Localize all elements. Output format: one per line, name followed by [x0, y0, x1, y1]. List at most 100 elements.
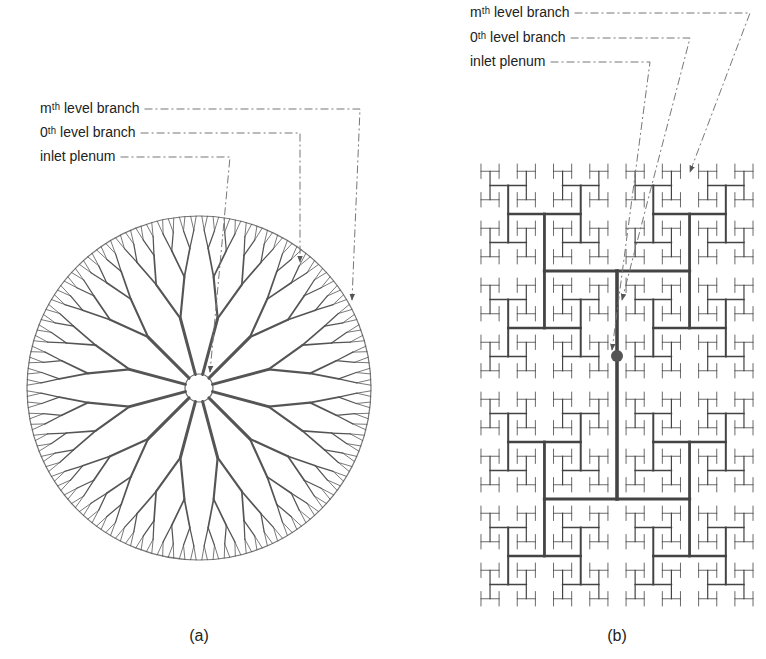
h-branch	[607, 449, 608, 463]
h-branch	[707, 228, 708, 257]
h-branch	[590, 456, 608, 457]
h-branch	[635, 527, 671, 529]
branch-channel	[269, 403, 310, 407]
h-branch	[481, 399, 499, 400]
branch-channel	[288, 456, 304, 480]
h-branch	[635, 185, 671, 187]
branch-channel	[96, 407, 130, 431]
branch-channel	[214, 499, 227, 525]
branch-channel	[37, 444, 51, 446]
branch-channel	[146, 539, 153, 552]
h-branch	[725, 300, 727, 357]
branch-channel	[41, 453, 55, 456]
branch-channel	[264, 233, 272, 245]
branch-channel	[355, 357, 368, 362]
h-branch	[753, 164, 754, 178]
branch-channel	[332, 433, 347, 444]
h-branch	[753, 278, 754, 292]
h-branch	[698, 335, 699, 349]
branch-channel	[343, 453, 355, 461]
branch-channel	[242, 491, 244, 520]
branch-channel	[209, 337, 250, 378]
h-branch	[662, 392, 663, 406]
branch-channel	[163, 234, 172, 251]
branch-channel	[327, 480, 340, 486]
branch-channel	[304, 288, 321, 296]
branch-channel	[194, 546, 196, 560]
h-branch	[753, 421, 754, 435]
branch-channel	[59, 397, 88, 402]
branch-channel	[244, 240, 255, 255]
h-branch	[535, 592, 536, 606]
branch-channel	[338, 309, 352, 313]
h-branch	[553, 563, 554, 577]
h-branch	[707, 570, 708, 599]
h-branch	[716, 278, 717, 292]
branch-channel	[143, 240, 154, 255]
h-branch	[735, 171, 753, 172]
h-branch	[553, 278, 554, 292]
h-branch	[535, 535, 536, 549]
h-branch	[563, 299, 599, 301]
h-branch	[598, 171, 599, 200]
h-branch	[526, 285, 527, 314]
branch-channel	[28, 403, 42, 407]
h-branch	[590, 313, 608, 314]
h-branch	[698, 164, 699, 178]
branch-channel	[180, 277, 184, 318]
h-branch	[698, 421, 699, 435]
branch-channel	[235, 542, 241, 555]
h-branch	[517, 598, 535, 599]
h-branch	[644, 278, 645, 292]
h-branch	[571, 250, 572, 264]
h-branch	[490, 185, 526, 187]
h-branch	[526, 228, 527, 257]
branch-channel	[168, 544, 173, 557]
h-branch	[589, 506, 590, 520]
branch-channel	[245, 539, 246, 553]
h-branch	[553, 392, 554, 406]
branch-channel	[327, 290, 340, 296]
h-branch	[553, 221, 554, 235]
h-branch	[680, 535, 681, 549]
h-branch	[535, 478, 536, 492]
h-branch	[607, 364, 608, 378]
h-branch	[589, 592, 590, 606]
branch-channel	[73, 326, 95, 345]
h-branch	[543, 214, 546, 328]
branch-channel	[180, 402, 195, 458]
branch-channel	[116, 254, 122, 272]
h-branch	[571, 535, 572, 549]
h-branch	[517, 421, 518, 435]
h-branch	[517, 427, 535, 428]
branch-channel	[243, 521, 245, 540]
h-branch	[489, 456, 490, 485]
branch-channel	[83, 503, 91, 515]
branch-channel	[172, 525, 174, 544]
branch-channel	[111, 522, 116, 535]
branch-channel	[42, 373, 60, 379]
h-branch	[699, 285, 717, 286]
h-branch	[680, 506, 681, 520]
branch-channel	[51, 332, 66, 343]
h-branch	[671, 513, 672, 542]
h-branch	[716, 364, 717, 378]
h-branch	[698, 506, 699, 520]
branch-channel	[302, 431, 324, 450]
h-branch	[652, 186, 654, 243]
h-branch	[734, 478, 735, 492]
h-branch	[753, 449, 754, 463]
callout-label: inlet plenum	[40, 148, 116, 164]
branch-channel	[282, 522, 292, 532]
h-branch	[480, 193, 481, 207]
h-branch	[699, 570, 717, 571]
branch-channel	[242, 262, 261, 284]
h-branch	[734, 421, 735, 435]
h-branch	[571, 193, 572, 207]
branch-channel	[179, 217, 183, 231]
h-branch	[607, 592, 608, 606]
panel-caption: (a)	[189, 628, 209, 644]
branch-channel	[94, 296, 110, 320]
branch-channel	[291, 516, 297, 529]
branch-channel	[35, 335, 48, 342]
